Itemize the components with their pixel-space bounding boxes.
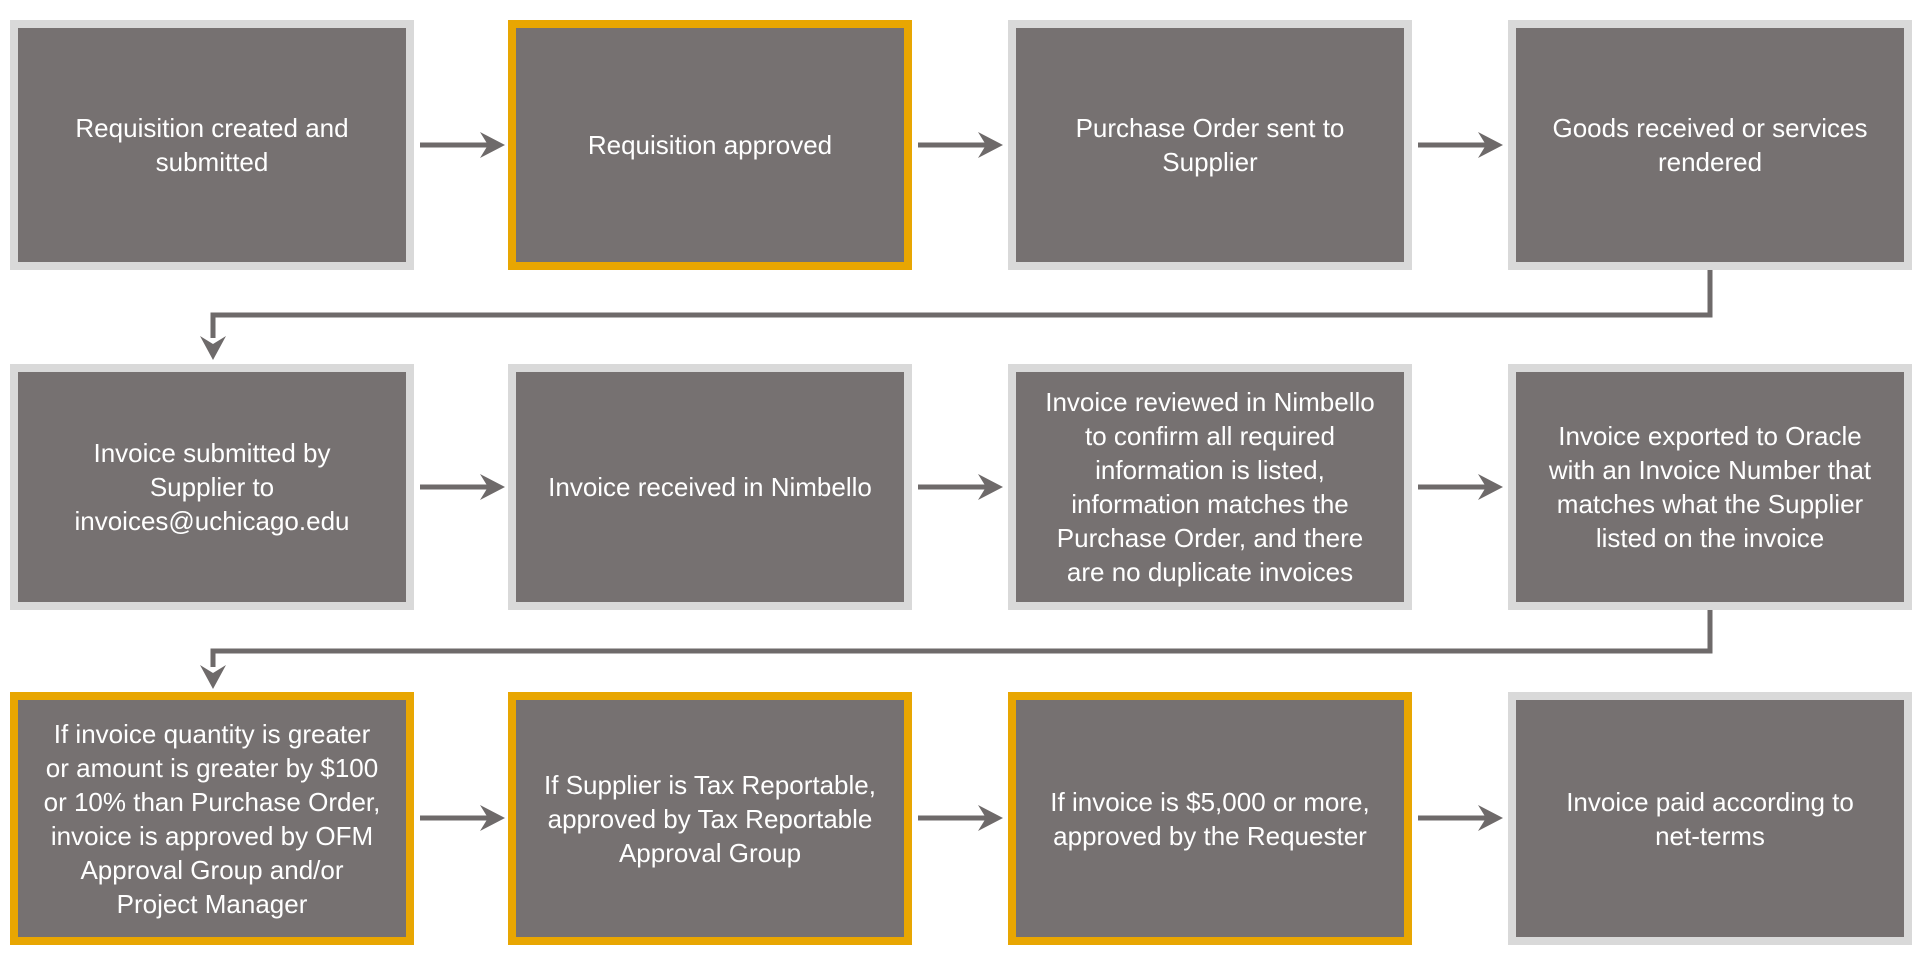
arrow-invoice-submitted-to-received xyxy=(420,474,505,500)
step-label: Invoice reviewed in Nimbello to confirm … xyxy=(1045,387,1375,587)
arrow-po-sent-to-goods-received xyxy=(1418,132,1503,158)
step-label: Invoice paid according to net-terms xyxy=(1566,786,1854,851)
step-invoice-reviewed: Invoice reviewed in Nimbello to confirm … xyxy=(1008,364,1412,610)
step-requisition-approved: Requisition approved xyxy=(508,20,912,270)
step-ofm-approval: If invoice quantity is greater or amount… xyxy=(10,692,414,945)
step-tax-reportable-approval: If Supplier is Tax Reportable, approved … xyxy=(508,692,912,945)
connector-invoice-exported-to-ofm-approval xyxy=(200,610,1713,689)
step-invoice-exported: Invoice exported to Oracle with an Invoi… xyxy=(1508,364,1912,610)
arrow-requisition-created-to-approved xyxy=(420,132,505,158)
step-po-sent: Purchase Order sent to Supplier xyxy=(1008,20,1412,270)
step-label: Purchase Order sent to Supplier xyxy=(1075,113,1345,177)
step-label: Invoice submitted by Supplier to invoice… xyxy=(74,438,350,536)
step-label: Requisition approved xyxy=(587,130,833,160)
step-invoice-submitted: Invoice submitted by Supplier to invoice… xyxy=(10,364,414,610)
step-label: If invoice is $5,000 or more, approved b… xyxy=(1050,786,1370,851)
step-label: Requisition created and submitted xyxy=(75,113,349,177)
arrow-requisition-approved-to-po-sent xyxy=(918,132,1003,158)
step-label: If invoice quantity is greater or amount… xyxy=(43,718,381,919)
step-invoice-received: Invoice received in Nimbello xyxy=(508,364,912,610)
step-invoice-paid: Invoice paid according to net-terms xyxy=(1508,692,1912,945)
step-goods-received: Goods received or services rendered xyxy=(1508,20,1912,270)
step-label: If Supplier is Tax Reportable, approved … xyxy=(544,769,876,868)
connector-goods-received-to-invoice-submitted xyxy=(200,270,1713,360)
arrow-requester-approval-to-invoice-paid xyxy=(1418,805,1503,831)
arrow-ofm-approval-to-tax-approval xyxy=(420,805,505,831)
arrow-invoice-received-to-reviewed xyxy=(918,474,1003,500)
arrow-tax-approval-to-requester-approval xyxy=(918,805,1003,831)
step-label: Invoice received in Nimbello xyxy=(548,472,872,502)
step-requisition-created: Requisition created and submitted xyxy=(10,20,414,270)
step-label: Goods received or services rendered xyxy=(1552,113,1868,177)
step-requester-approval: If invoice is $5,000 or more, approved b… xyxy=(1008,692,1412,945)
arrow-invoice-reviewed-to-exported xyxy=(1418,474,1503,500)
step-label: Invoice exported to Oracle with an Invoi… xyxy=(1548,421,1872,553)
